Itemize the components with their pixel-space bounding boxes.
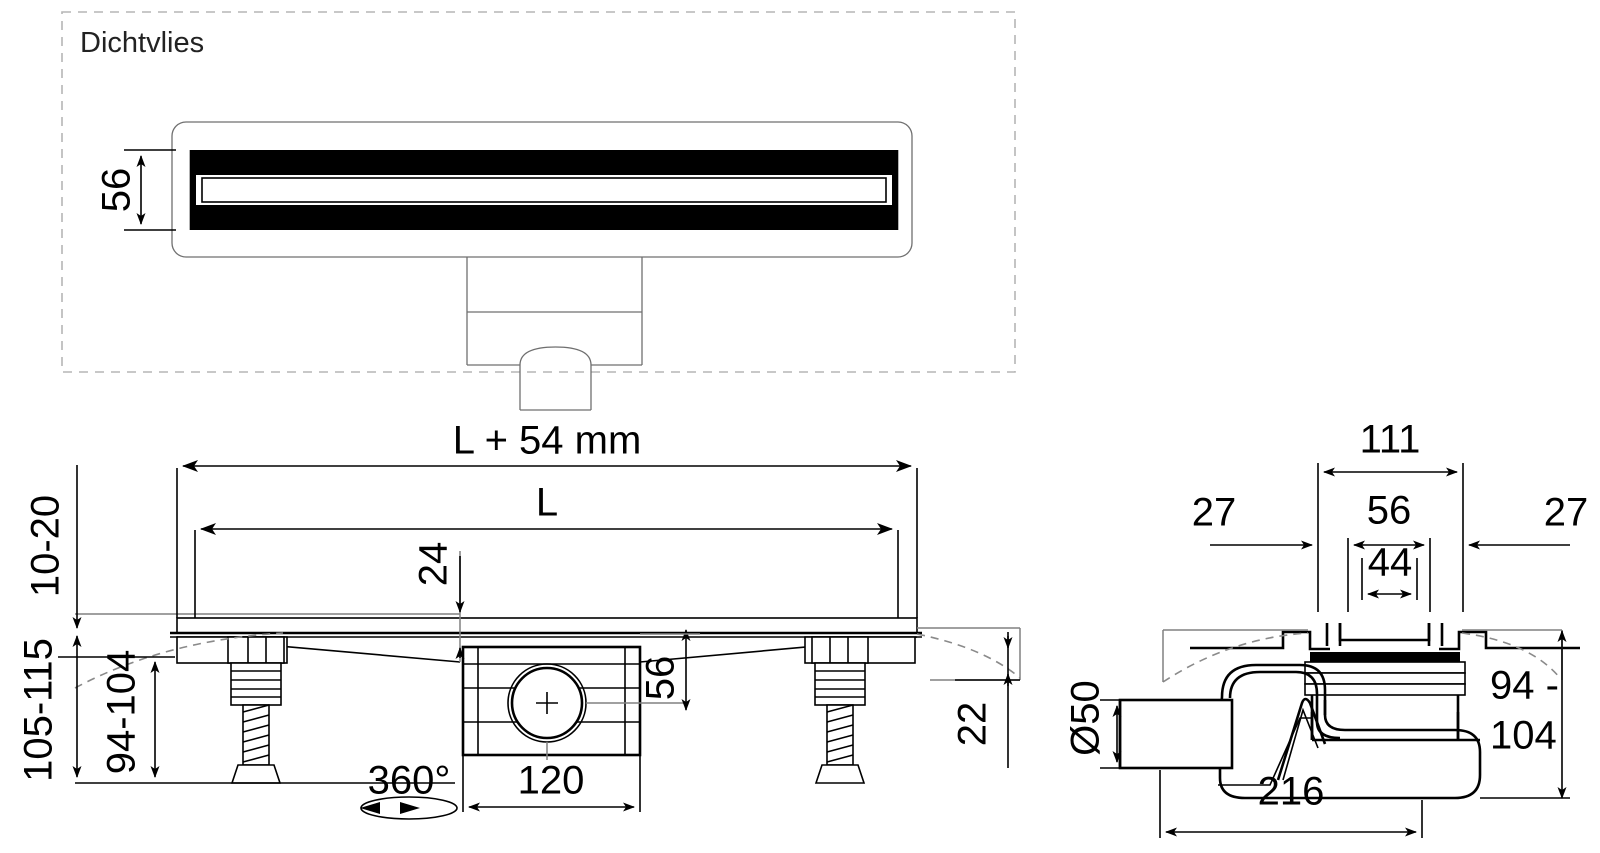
dim-label-tile-thickness: 10-20 xyxy=(24,495,68,597)
dim-27-right: 27 xyxy=(1468,491,1589,550)
rotation-symbol-360: 360° xyxy=(360,759,458,820)
dim-44: 44 xyxy=(1361,541,1418,600)
dim-label-siphon-length: 216 xyxy=(1258,770,1325,814)
dim-section-56: 56 xyxy=(639,629,700,711)
dim-label-edge-height: 22 xyxy=(951,702,995,747)
dim-10-20: 10-20 xyxy=(24,465,82,629)
dim-label-side-height-upper: 94 - xyxy=(1490,664,1559,708)
dim-label-body-height: 94-104 xyxy=(100,650,144,775)
dim-label-side-height-lower: 104 xyxy=(1490,714,1557,758)
rim-plate xyxy=(176,617,918,634)
leg-left xyxy=(176,636,288,784)
dim-94-104: 94-104 xyxy=(58,650,175,778)
grate-slot-plan xyxy=(201,177,887,203)
dim-L-plus-54: L + 54 mm xyxy=(176,419,918,618)
membrane-curve-side-right xyxy=(1461,632,1561,679)
dim-label-outlet-diameter: Ø50 xyxy=(1064,680,1108,756)
membrane-curve-left xyxy=(74,632,284,689)
dim-label-rotation: 360° xyxy=(368,759,451,803)
dim-24: 24 xyxy=(412,542,465,662)
dim-label-total-height: 105-115 xyxy=(17,638,61,782)
dim-label-left-shoulder: 27 xyxy=(1192,491,1237,535)
top-view: 56 Dichtvlies xyxy=(61,11,1016,411)
dim-label-grate-length: L xyxy=(536,481,558,525)
dim-94-104-side: 94 - 104 xyxy=(1480,630,1570,799)
side-view: 111 27 56 27 44 xyxy=(1064,418,1589,838)
leg-right xyxy=(804,636,916,784)
dim-label-flange-offset: 24 xyxy=(412,542,456,587)
dim-label-top-width: 56 xyxy=(95,168,139,213)
outlet-stub-plan xyxy=(466,257,643,411)
section-view: L + 54 mm L 24 56 10-20 xyxy=(17,419,1021,820)
dim-L: L xyxy=(194,481,899,618)
drain-frame-plan xyxy=(171,121,913,258)
dim-label-inner-slot: 44 xyxy=(1368,541,1413,585)
dim-label-channel-opening: 56 xyxy=(1367,489,1412,533)
grate-band-bottom xyxy=(196,205,892,225)
dim-label-channel-depth: 56 xyxy=(639,656,683,701)
dim-120: 120 xyxy=(462,755,641,812)
dim-27-left: 27 xyxy=(1192,491,1313,550)
dim-56-side: 56 xyxy=(1347,489,1431,612)
dim-label-overall-length: L + 54 mm xyxy=(453,419,642,463)
dim-105-115: 105-115 xyxy=(17,635,82,782)
dichtvlies-label: Dichtvlies xyxy=(80,27,204,59)
dim-22: 22 xyxy=(951,632,1020,768)
dim-111: 111 xyxy=(1317,418,1464,612)
dim-label-outlet-box-width: 120 xyxy=(518,759,585,803)
dim-top-56: 56 xyxy=(95,149,176,231)
membrane-curve-right xyxy=(916,633,1021,679)
grate-band-top xyxy=(196,155,892,175)
outlet-box-section xyxy=(461,645,686,760)
dim-label-right-shoulder: 27 xyxy=(1544,491,1589,535)
dim-label-flange-width: 111 xyxy=(1360,418,1421,462)
dim-diameter-50: Ø50 xyxy=(1064,680,1140,769)
membrane-curve-side-left xyxy=(1162,632,1309,683)
dim-216: 216 xyxy=(1159,770,1423,838)
